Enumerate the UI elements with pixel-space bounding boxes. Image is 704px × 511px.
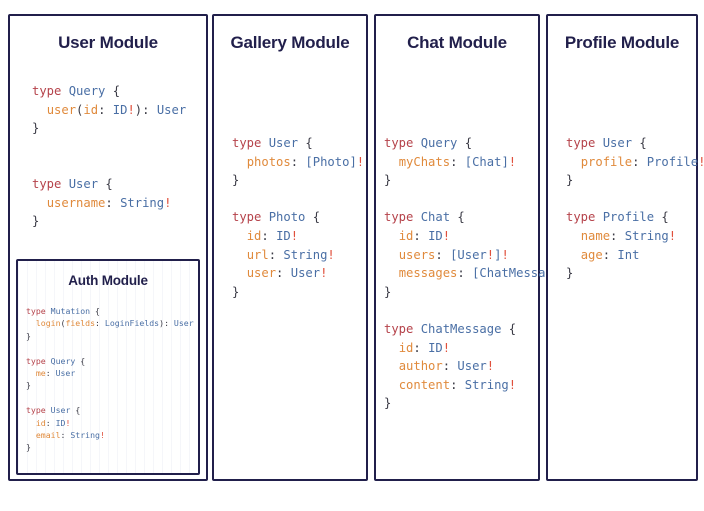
panel-gallery-module[interactable]: Gallery Module type User { photos: [Phot… [212, 14, 368, 481]
code-block-profile-module: type User { profile: Profile! } type Pro… [566, 136, 704, 281]
panel-title-chat-module: Chat Module [407, 33, 507, 52]
panel-title-gallery-module: Gallery Module [230, 33, 350, 52]
panel-chat-module[interactable]: Chat Module type Query { myChats: [Chat]… [374, 14, 575, 481]
code-block-gallery-module: type User { photos: [Photo]! } type Phot… [232, 136, 365, 299]
panel-user-module[interactable]: User Module type Query { user(id: ID!): … [8, 14, 208, 481]
code-block-chat-module: type Query { myChats: [Chat]! } type Cha… [384, 136, 575, 411]
panel-title-profile-module: Profile Module [564, 33, 680, 52]
code-block-auth-module: type Mutation { login(fields: LoginField… [26, 306, 194, 453]
panel-profile-module[interactable]: Profile Module type User { profile: Prof… [546, 14, 704, 481]
panel-auth-module[interactable]: Auth Module type Mutation { login(fields… [16, 259, 200, 475]
panel-title-auth-module: Auth Module [68, 273, 148, 288]
code-block-user-module: type Query { user(id: ID!): User } type … [32, 84, 187, 229]
panel-title-user-module: User Module [58, 33, 158, 52]
